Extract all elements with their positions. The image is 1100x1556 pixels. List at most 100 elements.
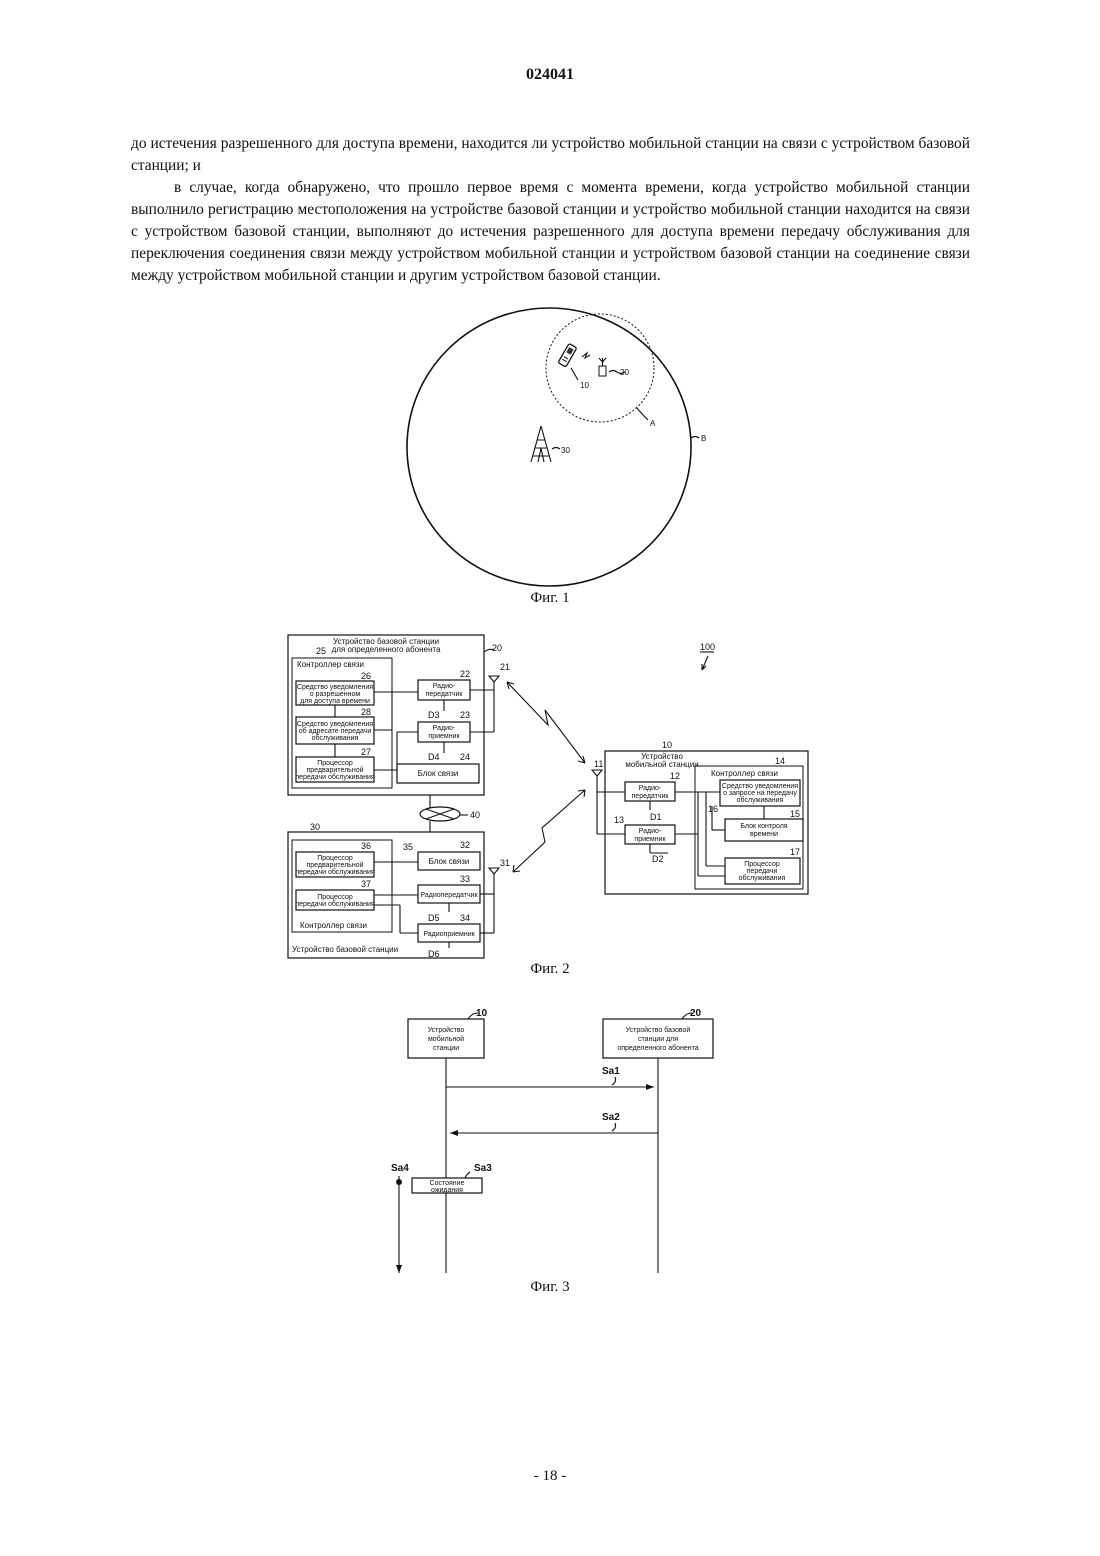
- bs-special-title-2: для определенного абонента: [332, 645, 441, 654]
- d4-label: D4: [428, 752, 440, 762]
- tx-12-line-2: передатчик: [632, 793, 670, 800]
- mobile-phone-icon: [558, 343, 577, 367]
- d6-label: D6: [428, 949, 440, 959]
- notify-access-line-3: для доступа времени: [300, 698, 370, 705]
- d5-label: D5: [428, 913, 440, 923]
- antenna-11-icon: [592, 770, 602, 776]
- request-line-3: обслуживания: [737, 796, 784, 804]
- prelim-30-line-1: Процессор: [317, 855, 353, 862]
- fig3-sequence-diagram: Устройство мобильной станции 10 Устройст…: [391, 1008, 713, 1273]
- seq-mobile-line-2: мобильной: [428, 1035, 464, 1043]
- seq-label-sa2: Sa2: [602, 1112, 620, 1123]
- page-number: - 18 -: [0, 1468, 1100, 1485]
- antenna-11-ref: 11: [594, 759, 603, 769]
- fig3-caption: Фиг. 3: [450, 1279, 650, 1296]
- notify-addr-line-3: обслуживания: [312, 734, 359, 742]
- mobile-controller-label: Контроллер связи: [711, 769, 778, 778]
- radio-link-icon: [582, 353, 590, 358]
- notify-addr-line-2: об адресате передачи: [299, 727, 372, 735]
- rx-13-ref: 13: [614, 815, 624, 825]
- radio-link-20-10: [507, 682, 585, 763]
- bs-special-controller-ref: 25: [316, 646, 326, 656]
- seq-standby-line-2: ожидания: [431, 1187, 463, 1194]
- system-100-ref: 100: [700, 642, 715, 652]
- prelim-30-line-2: предварительной: [306, 861, 363, 869]
- bs-macro-controller-label: Контроллер связи: [300, 921, 367, 930]
- seq-bs-line-2: станции для: [638, 1036, 678, 1043]
- tx-22-ref: 22: [460, 669, 470, 679]
- bs-macro-controller-ref: 35: [403, 842, 413, 852]
- bs-macro-title: Устройство базовой станции: [292, 945, 398, 954]
- tx-12-line-1: Радио-: [639, 785, 662, 792]
- seq-bs-ref: 20: [690, 1008, 702, 1019]
- notify-access-ref: 26: [361, 671, 371, 681]
- bs-special-controller-label: Контроллер связи: [297, 660, 364, 669]
- handover-17-line-3: обслуживания: [739, 874, 786, 882]
- rx-34-ref: 34: [460, 913, 470, 923]
- macro-cell-boundary-b: [407, 308, 691, 586]
- seq-label-sa3: Sa3: [474, 1163, 492, 1174]
- network-40-ref: 40: [470, 810, 480, 820]
- comm-32-label: Блок связи: [429, 857, 470, 866]
- handover-30-line-2: передачи обслуживания: [295, 900, 375, 908]
- seq-mobile-line-3: станции: [433, 1045, 459, 1052]
- fig2-caption: Фиг. 2: [450, 961, 650, 978]
- antenna-31-icon: [489, 868, 499, 874]
- tx-12-ref: 12: [670, 771, 680, 781]
- request-ref: 16: [708, 804, 718, 814]
- notify-addr-line-1: Средство уведомления: [297, 721, 373, 728]
- tx-22-line-1: Радио-: [433, 683, 456, 690]
- fig1-label-b: B: [701, 434, 706, 443]
- mobile-ref: 10: [662, 740, 672, 750]
- handover-30-line-1: Процессор: [317, 894, 353, 901]
- rx-23-ref: 23: [460, 710, 470, 720]
- fig2-block-diagram: Устройство базовой станции для определен…: [288, 635, 808, 959]
- seq-bs-line-1: Устройство базовой: [626, 1026, 691, 1034]
- femto-base-station-icon: [599, 358, 606, 376]
- fig1-label-a: A: [650, 419, 656, 428]
- notify-access-line-2: о разрешенном: [310, 691, 361, 698]
- timer-line-2: времени: [750, 831, 778, 838]
- comm-24-label: Блок связи: [418, 769, 459, 778]
- prelim-20-line-3: передачи обслуживания: [295, 773, 375, 781]
- seq-label-sa1: Sa1: [602, 1066, 620, 1077]
- bs-special-ref: 20: [492, 643, 502, 653]
- fig1-label-macro: 30: [561, 446, 570, 455]
- fig1-label-mobile: 10: [580, 381, 589, 390]
- d3-label: D3: [428, 710, 440, 720]
- antenna-31-ref: 31: [500, 858, 510, 868]
- prelim-20-line-2: предварительной: [306, 766, 363, 774]
- d1-label: D1: [650, 812, 662, 822]
- radio-link-30-10: [513, 790, 585, 872]
- handover-17-ref: 17: [790, 847, 800, 857]
- request-line-2: о запросе на передачу: [723, 790, 797, 797]
- prelim-30-line-3: передачи обслуживания: [295, 868, 375, 876]
- prelim-20-line-1: Процессор: [317, 760, 353, 767]
- prelim-30-ref: 36: [361, 841, 371, 851]
- fig1-label-femto: 20: [620, 368, 629, 377]
- mobile-title-2: мобильной станции: [625, 760, 698, 769]
- macro-tower-icon: [531, 426, 551, 462]
- d2-label: D2: [652, 854, 664, 864]
- seq-mobile-line-1: Устройство: [428, 1026, 465, 1034]
- prelim-20-ref: 27: [361, 747, 371, 757]
- tx-33-ref: 33: [460, 874, 470, 884]
- rx-23-line-2: приемник: [428, 733, 460, 740]
- seq-mobile-ref: 10: [476, 1008, 488, 1019]
- seq-standby-line-1: Состояние: [430, 1180, 465, 1187]
- tx-22-line-2: передатчик: [426, 691, 464, 698]
- bs-macro-ref: 30: [310, 822, 320, 832]
- handover-17-line-1: Процессор: [744, 861, 780, 868]
- tx-33-label: Радиопередатчик: [420, 892, 478, 899]
- antenna-21-ref: 21: [500, 662, 510, 672]
- seq-label-sa4: Sa4: [391, 1163, 409, 1174]
- rx-23-line-1: Радио-: [433, 725, 456, 732]
- timer-line-1: Блок контроля: [740, 823, 787, 830]
- rx-13-line-1: Радио-: [639, 828, 662, 835]
- seq-bs-line-3: определенного абонента: [617, 1044, 698, 1052]
- fig1-cell-diagram: 10 20 30 A B: [407, 308, 706, 586]
- request-line-1: Средство уведомления: [722, 783, 798, 790]
- timer-ref: 15: [790, 809, 800, 819]
- notify-addr-ref: 28: [361, 707, 371, 717]
